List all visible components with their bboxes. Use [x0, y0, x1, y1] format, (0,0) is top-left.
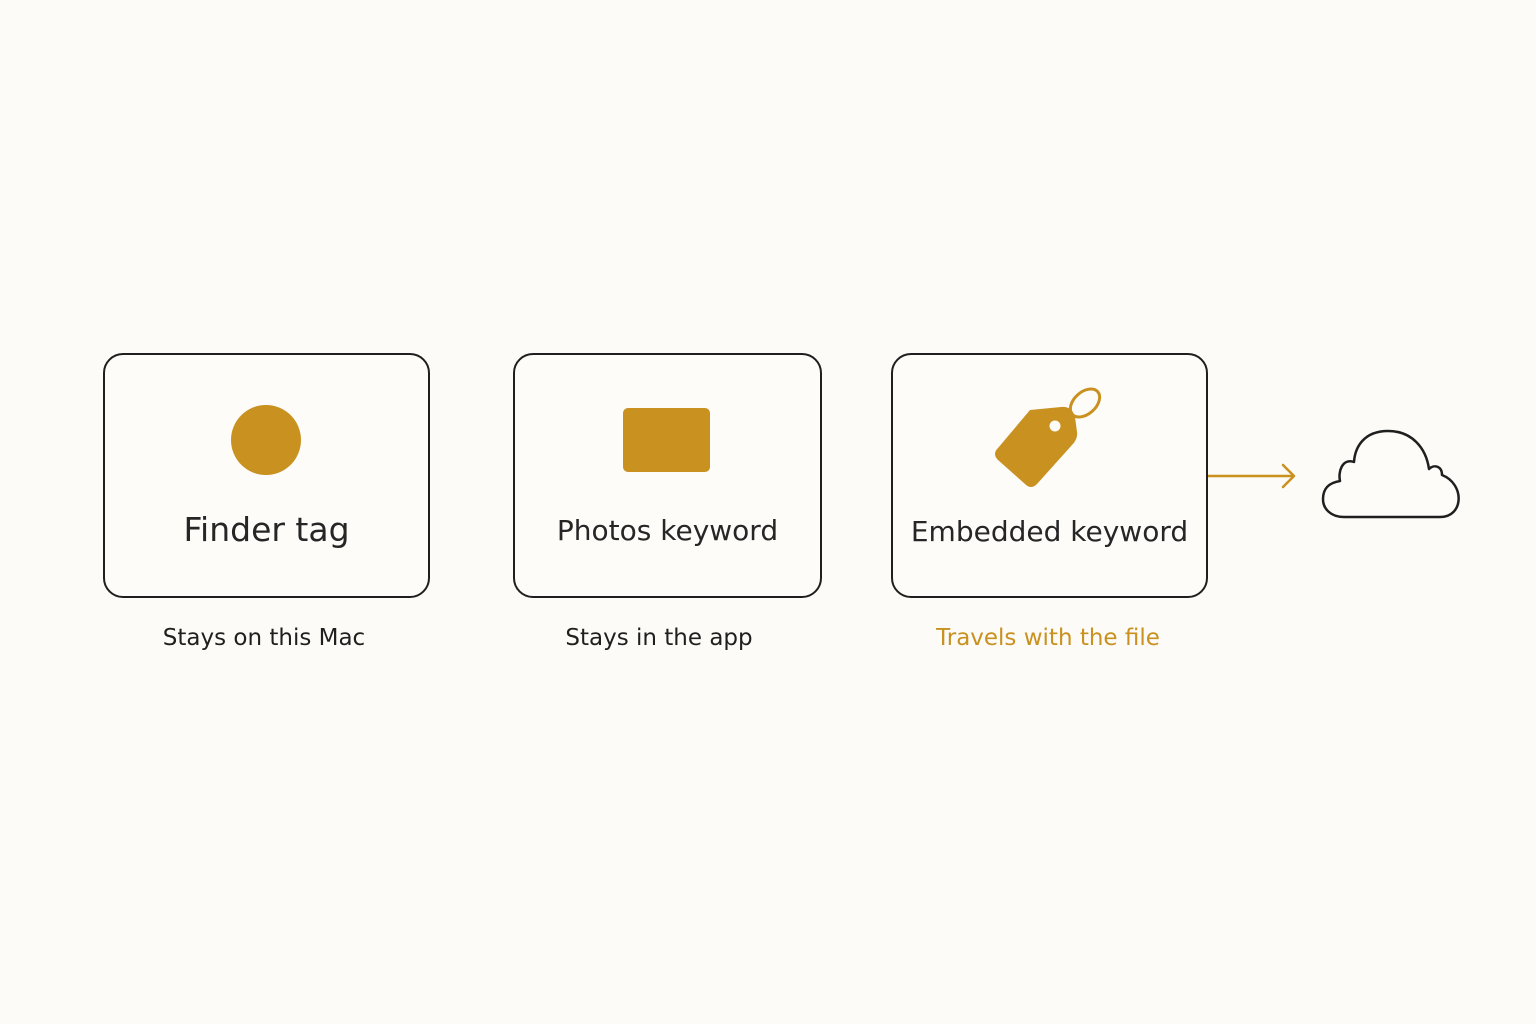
card-finder-tag: Finder tag [103, 353, 430, 598]
card-title: Photos keyword [556, 514, 779, 547]
tag-icon [995, 387, 1102, 487]
card-embedded-keyword: Embedded keyword [891, 353, 1208, 598]
circle-icon [231, 405, 301, 475]
card-caption: Travels with the file [936, 625, 1160, 651]
arrow-right-icon [1208, 463, 1296, 489]
rectangle-icon [623, 408, 710, 472]
card-caption: Stays on this Mac [162, 625, 366, 651]
cloud-icon [1321, 429, 1460, 519]
card-title: Embedded keyword [910, 515, 1189, 548]
card-photos-keyword: Photos keyword [513, 353, 822, 598]
card-title: Finder tag [183, 510, 350, 549]
card-caption: Stays in the app [565, 625, 753, 651]
